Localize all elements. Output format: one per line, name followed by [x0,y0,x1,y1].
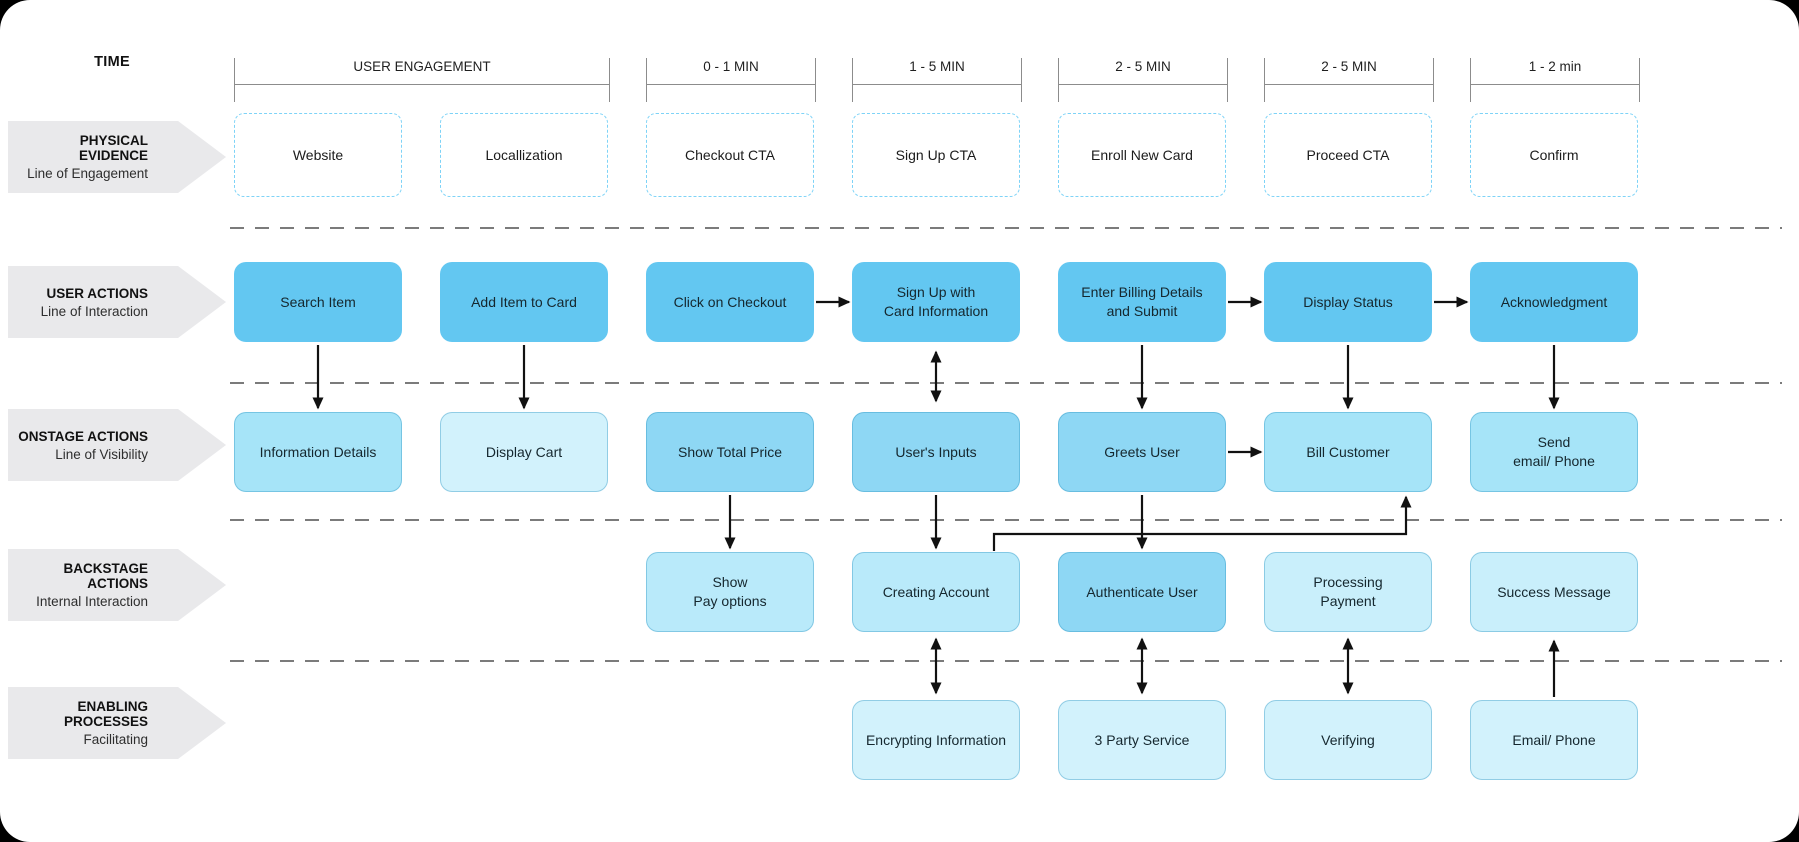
box-verifying: Verifying [1264,700,1432,780]
box-add-item-to-card: Add Item to Card [440,262,608,342]
box-show-pay-options: Show Pay options [646,552,814,632]
lane-physical-evidence: PHYSICAL EVIDENCE Line of Engagement [8,121,226,193]
time-bracket-line [853,84,1021,85]
time-bracket-0-1-min: 0 - 1 MIN [646,58,816,102]
box-sign-up-with-card-information: Sign Up with Card Information [852,262,1020,342]
lane-title: PHYSICAL EVIDENCE [78,133,148,163]
box-send-email-phone: Send email/ Phone [1470,412,1638,492]
time-bracket-label: USER ENGAGEMENT [353,59,491,74]
box-display-cart: Display Cart [440,412,608,492]
time-bracket-label: 0 - 1 MIN [703,59,759,74]
lane-backstage-actions: BACKSTAGE ACTIONS Internal Interaction [8,549,226,621]
box-sign-up-cta: Sign Up CTA [852,113,1020,197]
box-authenticate-user: Authenticate User [1058,552,1226,632]
time-bracket-label: 2 - 5 MIN [1115,59,1171,74]
time-bracket-1-5-min: 1 - 5 MIN [852,58,1022,102]
box-website: Website [234,113,402,197]
box-creating-account: Creating Account [852,552,1020,632]
box-display-status: Display Status [1264,262,1432,342]
time-bracket-2-5-min-b: 2 - 5 MIN [1264,58,1434,102]
box-checkout-cta: Checkout CTA [646,113,814,197]
box-acknowledgment: Acknowledgment [1470,262,1638,342]
lane-user-actions: USER ACTIONS Line of Interaction [8,266,226,338]
lane-enabling-processes: ENABLING PROCESSES Facilitating [8,687,226,759]
time-bracket-line [647,84,815,85]
box-search-item: Search Item [234,262,402,342]
time-bracket-line [235,84,609,85]
lane-title: USER ACTIONS [46,285,148,301]
lane-subtitle: Line of Interaction [40,303,148,319]
time-bracket-line [1471,84,1639,85]
lane-title: ONSTAGE ACTIONS [18,428,148,444]
time-header-label: TIME [94,54,130,70]
time-bracket-label: 2 - 5 MIN [1321,59,1377,74]
time-bracket-label: 1 - 2 min [1528,59,1582,74]
box-enter-billing-details: Enter Billing Details and Submit [1058,262,1226,342]
time-bracket-line [1265,84,1433,85]
lane-subtitle: Line of Visibility [55,446,148,462]
time-bracket-label: 1 - 5 MIN [909,59,965,74]
box-click-on-checkout: Click on Checkout [646,262,814,342]
box-proceed-cta: Proceed CTA [1264,113,1432,197]
box-enroll-new-card: Enroll New Card [1058,113,1226,197]
time-bracket-1-2-min: 1 - 2 min [1470,58,1640,102]
time-bracket-line [1059,84,1227,85]
box-confirm: Confirm [1470,113,1638,197]
box-users-inputs: User's Inputs [852,412,1020,492]
box-email-phone: Email/ Phone [1470,700,1638,780]
box-show-total-price: Show Total Price [646,412,814,492]
box-greets-user: Greets User [1058,412,1226,492]
time-bracket-2-5-min-a: 2 - 5 MIN [1058,58,1228,102]
lane-onstage-actions: ONSTAGE ACTIONS Line of Visibility [8,409,226,481]
lane-subtitle: Internal Interaction [36,594,148,609]
box-3-party-service: 3 Party Service [1058,700,1226,780]
box-success-message: Success Message [1470,552,1638,632]
time-bracket-user-engagement: USER ENGAGEMENT [234,58,610,102]
box-bill-customer: Bill Customer [1264,412,1432,492]
arrow-creating-account-to-bill-customer-elbow [992,495,1412,551]
lane-title: BACKSTAGE ACTIONS [63,561,148,591]
box-locallization: Locallization [440,113,608,197]
lane-subtitle: Facilitating [83,732,148,747]
box-information-details: Information Details [234,412,402,492]
box-processing-payment: Processing Payment [1264,552,1432,632]
lane-title: ENABLING PROCESSES [63,699,148,729]
box-encrypting-information: Encrypting Information [852,700,1020,780]
lane-subtitle: Line of Engagement [27,166,148,181]
